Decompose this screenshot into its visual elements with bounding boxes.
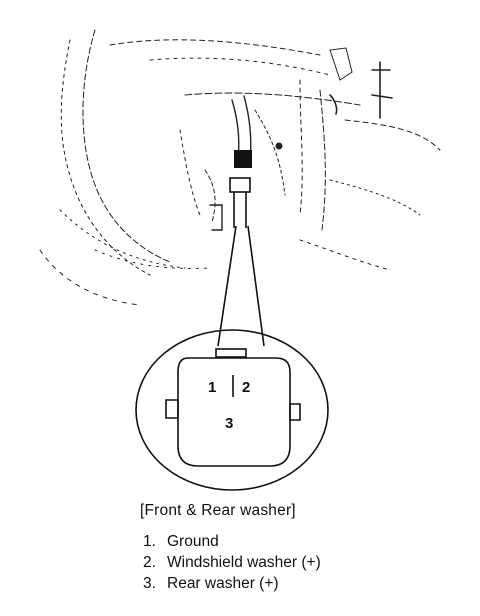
legend-label: Ground: [167, 533, 219, 550]
legend-number: 2.: [143, 554, 156, 571]
legend-label: Rear washer (+): [167, 575, 279, 592]
connector-face: [165, 348, 301, 467]
legend-number: 1.: [143, 533, 156, 550]
legend-number: 3.: [143, 575, 156, 592]
washer-motor-connector-location: [229, 150, 252, 228]
pin-legend: 1. Ground 2. Windshield washer (+) 3. Rear …: [143, 531, 321, 594]
legend-item: 3. Rear washer (+): [143, 573, 321, 594]
callout-ellipse: [135, 329, 329, 491]
pin-2-label: 2: [242, 379, 250, 396]
legend-item: 2. Windshield washer (+): [143, 552, 321, 573]
callout-leader: [217, 225, 265, 347]
diagram-caption: [Front & Rear washer]: [140, 502, 296, 519]
legend-label: Windshield washer (+): [167, 554, 321, 571]
legend-item: 1. Ground: [143, 531, 321, 552]
pin-1-label: 1: [208, 379, 216, 396]
pin-3-label: 3: [225, 415, 233, 432]
